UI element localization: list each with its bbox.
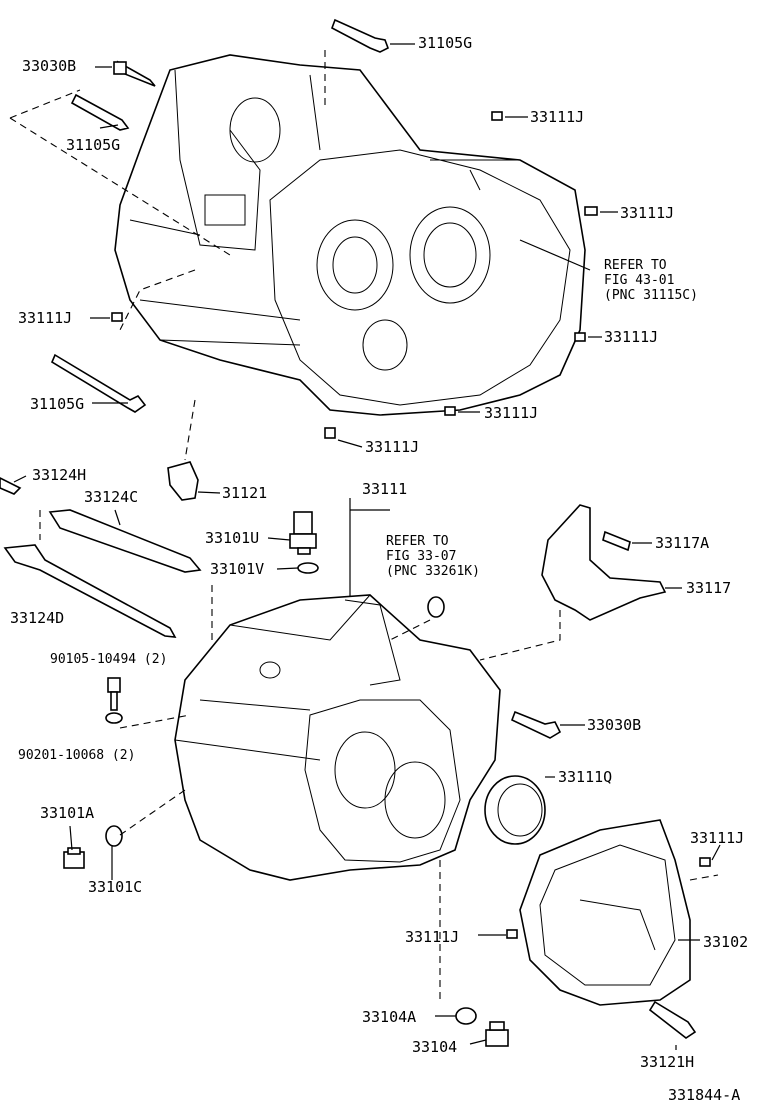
label-31121: 31121 bbox=[222, 484, 268, 502]
label-31105G-left: 31105G bbox=[66, 136, 121, 154]
label-33101U: 33101U bbox=[205, 529, 260, 547]
figure-number: 331844-A bbox=[668, 1086, 741, 1104]
small-parts bbox=[0, 18, 711, 1047]
label-33121H: 33121H bbox=[640, 1053, 695, 1071]
label-33124H: 33124H bbox=[32, 466, 87, 484]
label-33111J-f: 33111J bbox=[690, 829, 745, 847]
transaxle-case-lower bbox=[174, 594, 501, 881]
label-33111Q: 33111Q bbox=[558, 768, 613, 786]
refer-fig-43-01-line2: FIG 43-01 bbox=[604, 273, 675, 288]
label-90105-10494: 90105-10494 (2) bbox=[50, 652, 168, 667]
label-33117: 33117 bbox=[686, 579, 732, 597]
leader-lines bbox=[13, 43, 721, 1050]
assembly-dashed-lines bbox=[9, 50, 719, 1000]
label-33101A: 33101A bbox=[40, 804, 95, 822]
refer-fig-33-07-line3: (PNC 33261K) bbox=[386, 564, 480, 579]
label-33111J-left: 33111J bbox=[18, 309, 73, 327]
label-33104A: 33104A bbox=[362, 1008, 417, 1026]
refer-fig-43-01-line1: REFER TO bbox=[604, 258, 667, 273]
label-33124C: 33124C bbox=[84, 488, 139, 506]
label-33111J-d: 33111J bbox=[484, 404, 539, 422]
label-33111J-b: 33111J bbox=[620, 204, 675, 222]
label-33102: 33102 bbox=[703, 933, 749, 951]
refer-fig-33-07-line1: REFER TO bbox=[386, 534, 449, 549]
label-33030B-mid: 33030B bbox=[587, 716, 642, 734]
transaxle-housing-upper bbox=[114, 54, 586, 416]
label-33111J-c: 33111J bbox=[604, 328, 659, 346]
label-33101V: 33101V bbox=[210, 560, 265, 578]
transmission-case-cover bbox=[519, 819, 691, 1006]
label-33111J-a: 33111J bbox=[530, 108, 585, 126]
label-33124D: 33124D bbox=[10, 609, 65, 627]
refer-fig-33-07-line2: FIG 33-07 bbox=[386, 549, 457, 564]
label-33104: 33104 bbox=[412, 1038, 458, 1056]
label-31105G-top: 31105G bbox=[418, 34, 473, 52]
refer-fig-43-01-line3: (PNC 31115C) bbox=[604, 288, 698, 303]
label-33030B-top: 33030B bbox=[22, 57, 77, 75]
label-33111J-e: 33111J bbox=[365, 438, 420, 456]
label-31105G-lower: 31105G bbox=[30, 395, 85, 413]
label-33111: 33111 bbox=[362, 480, 408, 498]
label-33101C: 33101C bbox=[88, 878, 143, 896]
label-90201-10068: 90201-10068 (2) bbox=[18, 748, 136, 763]
label-33117A: 33117A bbox=[655, 534, 710, 552]
label-33111J-g: 33111J bbox=[405, 928, 460, 946]
